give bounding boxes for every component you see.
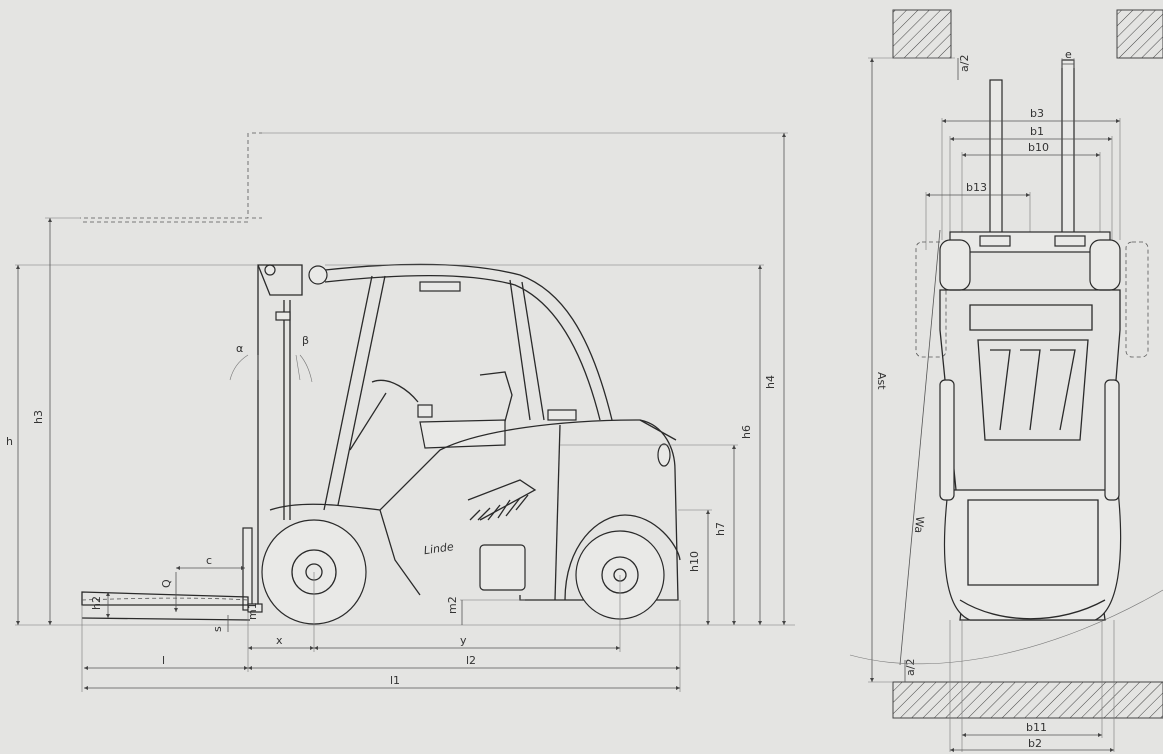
mast xyxy=(257,264,328,610)
dim-beta-label: β xyxy=(302,334,309,347)
forks xyxy=(81,527,263,621)
wall-bottom xyxy=(892,681,1163,719)
truck-body: Linde xyxy=(269,419,679,601)
dim-a2-bottom-label: a/2 xyxy=(904,659,917,676)
side-view: Linde α β h xyxy=(6,132,795,692)
wall-top-left xyxy=(892,9,952,59)
dim-m2-label: m2 xyxy=(446,596,459,614)
dim-h2-label: h2 xyxy=(90,596,103,610)
top-view: Ast Wa a/2 a/2 e b3 b1 xyxy=(849,9,1163,752)
dim-s-label: s xyxy=(211,626,224,632)
alpha-arc xyxy=(229,354,249,381)
dim-m1-label: m1 xyxy=(246,602,259,620)
truck-top-body xyxy=(915,231,1149,621)
dim-wa-line xyxy=(899,229,941,666)
dim-h10-label: h10 xyxy=(688,551,701,572)
dim-l-label: l xyxy=(162,654,165,667)
dim-h3-label: h3 xyxy=(32,410,45,424)
wall-top-right xyxy=(1116,9,1163,59)
dim-y-label: y xyxy=(460,634,467,647)
dim-c-label: c xyxy=(206,554,212,567)
raised-forks-ghost xyxy=(80,132,262,223)
dim-x-label: x xyxy=(276,634,283,647)
dim-a2-top-label: a/2 xyxy=(958,55,971,72)
brand-logo: Linde xyxy=(423,540,455,557)
dim-alpha-label: α xyxy=(236,342,243,355)
dim-h-label: h xyxy=(6,435,13,448)
dim-b2-label: b2 xyxy=(1028,737,1042,750)
dim-b11-label: b11 xyxy=(1026,721,1047,734)
dim-q-label: Q xyxy=(160,579,173,588)
dim-h4-label: h4 xyxy=(764,375,777,389)
turning-radius-arc xyxy=(849,589,1163,665)
rear-wheel xyxy=(564,514,681,620)
dim-h6-label: h6 xyxy=(740,425,753,439)
dim-b1-label: b1 xyxy=(1030,125,1044,138)
dim-wa-label: Wa xyxy=(912,516,926,534)
dim-b3-label: b3 xyxy=(1030,107,1044,120)
dim-h7-label: h7 xyxy=(714,522,727,536)
beta-arc xyxy=(299,354,313,383)
seat-and-steering xyxy=(349,371,513,451)
cab-frame xyxy=(323,263,613,511)
dim-ast-label: Ast xyxy=(875,372,888,390)
dim-l2-label: l2 xyxy=(466,654,476,667)
dim-e-label: e xyxy=(1065,48,1072,61)
dim-b10-label: b10 xyxy=(1028,141,1049,154)
dim-l1-label: l1 xyxy=(390,674,400,687)
dim-b13-label: b13 xyxy=(966,181,987,194)
